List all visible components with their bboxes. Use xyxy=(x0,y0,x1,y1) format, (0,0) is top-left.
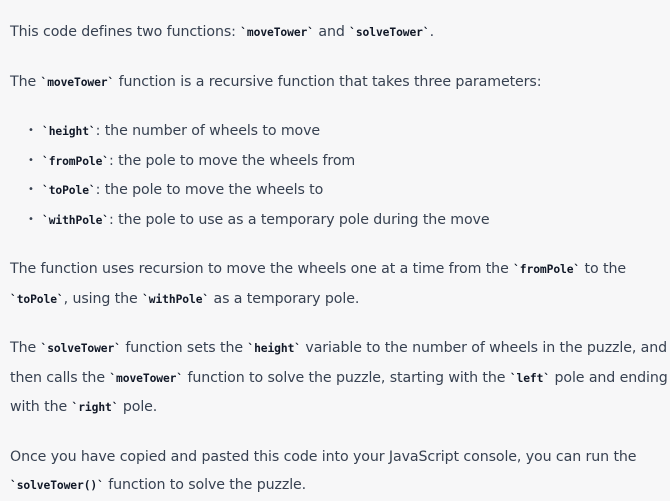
text-span: This code defines two functions: xyxy=(10,24,241,40)
paragraph: Once you have copied and pasted this cod… xyxy=(10,443,670,501)
text-span: The xyxy=(10,340,41,356)
text-span: , using the xyxy=(63,290,143,307)
paragraph: This code defines two functions: `moveTo… xyxy=(10,18,670,48)
text-span: The function uses recursion to move the … xyxy=(10,261,514,277)
inline-code: `right` xyxy=(71,401,119,414)
bullet-icon: • xyxy=(28,213,34,225)
inline-code: `toPole` xyxy=(10,292,64,306)
inline-code: `solveTower()` xyxy=(10,479,104,492)
text-span: . xyxy=(429,24,435,40)
paragraph: The function uses recursion to move the … xyxy=(10,255,670,314)
inline-code: `height` xyxy=(42,125,96,138)
text-span: function to solve the puzzle. xyxy=(103,477,307,493)
text-span: as a temporary pole. xyxy=(209,290,360,307)
text-span: function sets the xyxy=(120,340,248,356)
text-span: pole and ending with the xyxy=(10,369,668,416)
inline-code: `moveTower` xyxy=(240,26,314,39)
list-item: • `toPole`: the pole to move the wheels t… xyxy=(28,176,670,206)
bullet-icon: • xyxy=(28,184,34,195)
text-span: : the number of wheels to move xyxy=(95,123,321,139)
list-item: • `withPole`: the pole to use as a tempor… xyxy=(28,206,670,236)
inline-code: `withPole` xyxy=(42,213,110,227)
inline-code: `fromPole` xyxy=(513,263,581,276)
text-span: to the xyxy=(580,261,627,277)
inline-code: `moveTower` xyxy=(109,371,184,385)
list-item: • `fromPole`: the pole to move the wheels… xyxy=(28,147,670,177)
text-span: : the pole to move the wheels from xyxy=(109,152,356,169)
inline-code: `solveTower` xyxy=(349,26,430,39)
inline-code: `toPole` xyxy=(42,184,96,197)
text-span: variable to the number of wheels in the … xyxy=(10,340,668,386)
inline-code: `moveTower` xyxy=(40,75,115,89)
text-span: and xyxy=(313,24,350,40)
text-span: : the pole to move the wheels to xyxy=(95,182,324,198)
text-span: The xyxy=(10,73,41,90)
text-span: Once you have copied and pasted this cod… xyxy=(10,448,637,465)
bullet-icon: • xyxy=(28,154,34,166)
inline-code: `height` xyxy=(247,342,301,355)
bullet-icon: • xyxy=(28,125,34,136)
paragraph: The `moveTower` function is a recursive … xyxy=(10,68,670,98)
text-span: function to solve the puzzle, starting w… xyxy=(183,369,510,386)
paragraph: The `solveTower` function sets the `heig… xyxy=(10,334,670,423)
inline-code: `left` xyxy=(509,371,551,385)
inline-code: `fromPole` xyxy=(42,154,110,168)
list-item: • `height`: the number of wheels to move xyxy=(28,117,670,147)
text-span: pole. xyxy=(118,399,158,415)
text-span: function is a recursive function that ta… xyxy=(114,73,542,90)
parameter-list: •`height`: the number of wheels to move•… xyxy=(10,117,670,235)
inline-code: `solveTower` xyxy=(40,342,122,355)
inline-code: `withPole` xyxy=(142,292,210,306)
text-span: : the pole to use as a temporary pole du… xyxy=(109,211,490,228)
